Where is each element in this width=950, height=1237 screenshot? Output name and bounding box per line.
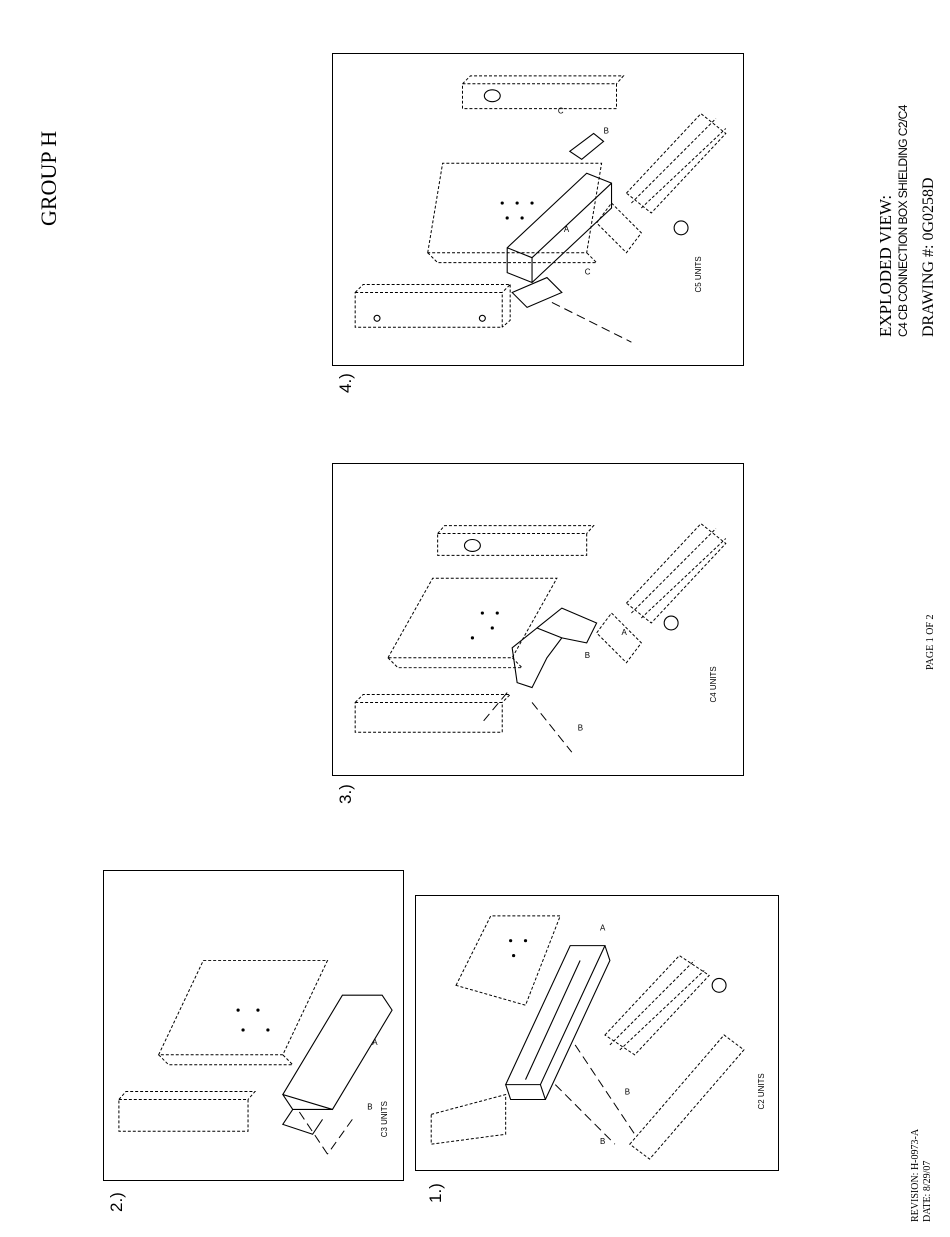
panel-2-c3-units: A B C3 UNITS (103, 870, 404, 1181)
panel-3-number: 3.) (336, 784, 356, 804)
title-line-3: DRAWING #: 0G0258D (920, 177, 937, 337)
label-b-lower: B (578, 723, 583, 732)
revision-date: DATE: 8/29/07 (922, 1161, 933, 1222)
panel-4-number: 4.) (336, 373, 356, 393)
exploded-drawing-c3: A B C3 UNITS (104, 871, 403, 1180)
panel-4-caption: C5 UNITS (694, 256, 703, 292)
revision-text: REVISION: H-0973-A (910, 1129, 921, 1222)
label-a: A (600, 924, 606, 933)
label-a: A (372, 1038, 378, 1047)
panel-1-number: 1.) (426, 1183, 446, 1203)
label-b: B (604, 126, 609, 135)
panel-1-c2-units: A B B C2 UNITS (415, 895, 779, 1171)
panel-3-caption: C4 UNITS (709, 666, 718, 702)
label-b-center: B (585, 651, 590, 660)
panel-4-c5-units: C C B A C5 UNITS (332, 53, 744, 366)
title-line-1: EXPLODED VIEW: (877, 195, 895, 337)
title-line-2: C4 CB CONNECTION BOX SHIELDING C2/C4 (897, 105, 909, 337)
label-b: B (367, 1102, 372, 1111)
label-a: A (564, 225, 570, 234)
label-b-lower: B (600, 1137, 605, 1146)
exploded-drawing-c4: B B A C4 UNITS (333, 464, 743, 775)
group-heading: GROUP H (36, 131, 62, 226)
page-number: PAGE 1 OF 2 (925, 615, 936, 670)
label-b-upper: B (625, 1088, 630, 1097)
panel-2-number: 2.) (107, 1192, 127, 1212)
label-a: A (621, 628, 627, 637)
exploded-drawing-c5: C C B A C5 UNITS (333, 54, 743, 365)
panel-2-caption: C3 UNITS (380, 1101, 389, 1137)
label-c-bottom: C (585, 268, 591, 277)
label-c-top: C (558, 107, 564, 116)
panel-1-caption: C2 UNITS (757, 1073, 766, 1109)
panel-3-c4-units: B B A C4 UNITS (332, 463, 744, 776)
exploded-drawing-c2: A B B C2 UNITS (416, 896, 778, 1170)
